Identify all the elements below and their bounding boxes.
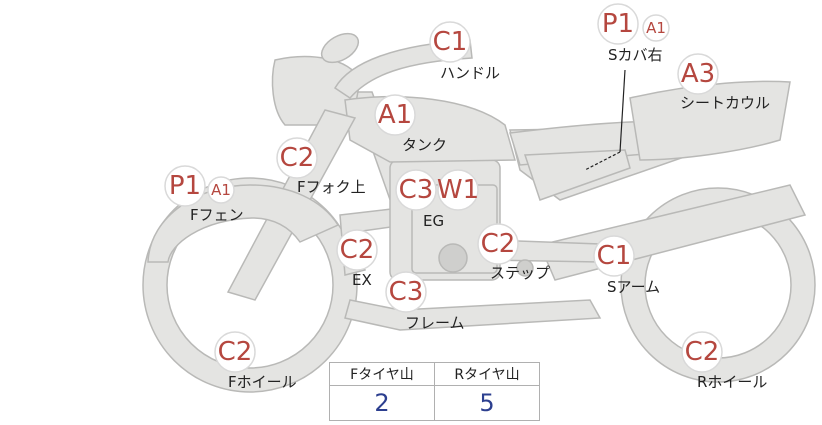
rear-tire-value: 5: [434, 385, 540, 421]
step-grade-text: C2: [481, 229, 516, 259]
rear-wheel-label: Rホイール: [697, 373, 767, 391]
engine-cover-shape: [438, 243, 468, 273]
tire-tread-table: Fタイヤ山 Rタイヤ山 2 5: [329, 362, 540, 421]
seat-cowl-grade-badge: [677, 53, 719, 95]
engine-grade-text: W1: [437, 175, 479, 205]
tank-grade-badge: [374, 94, 416, 136]
seat-cowl-grade-text: A3: [681, 59, 715, 89]
engine-grade-badge: [395, 169, 437, 211]
front-tire-header: Fタイヤ山: [329, 362, 435, 386]
exhaust-grade-text: C2: [340, 235, 375, 265]
handle-annotation: C1 ハンドル: [429, 21, 500, 82]
front-fender-grade-text: P1: [169, 171, 201, 201]
seat-cover-grade-text: P1: [602, 9, 634, 39]
step-grade-badge: [477, 223, 519, 265]
swing-arm-label: Sアーム: [607, 278, 660, 296]
frame-annotation: C3 フレーム: [385, 271, 465, 332]
frame-label: フレーム: [405, 314, 465, 332]
step-label: ステップ: [490, 264, 550, 282]
tank-label: タンク: [402, 136, 447, 154]
front-fork-grade-text: C2: [280, 143, 315, 173]
tank-annotation: A1 タンク: [374, 94, 447, 154]
handle-label: ハンドル: [440, 64, 500, 82]
side-cover-leader: [619, 69, 626, 153]
front-tire-value: 2: [329, 385, 435, 421]
side-cover-shape: [523, 149, 631, 201]
seat-cover-grade-text: A1: [646, 19, 666, 37]
engine-grade-text: C3: [399, 175, 434, 205]
front-fender-grade-badge: [164, 165, 206, 207]
engine-label: EG: [423, 212, 444, 230]
front-fork-label: Fフォク上: [297, 178, 366, 196]
front-wheel-grade-text: C2: [218, 337, 253, 367]
step-annotation: C2 ステップ: [477, 223, 550, 282]
handle-grade-badge: [429, 21, 471, 63]
frame-grade-text: C3: [389, 277, 424, 307]
rear-wheel-grade-text: C2: [685, 337, 720, 367]
rear-wheel-grade-badge: [681, 331, 723, 373]
front-fork-grade-badge: [276, 137, 318, 179]
step-peg-shape: [516, 259, 534, 277]
side-cover-leader-2: [584, 151, 621, 171]
swing-arm-grade-badge: [593, 235, 635, 277]
seat-cowl-label: シートカウル: [680, 94, 770, 112]
rear-tire-header: Rタイヤ山: [434, 362, 540, 386]
front-fender-label: Fフェン: [190, 206, 244, 224]
mirror-shape: [320, 32, 360, 64]
engine-grade-badge: [437, 169, 479, 211]
front-fender-grade-text: A1: [211, 181, 231, 199]
handle-grade-text: C1: [433, 27, 468, 57]
seat-cowl-annotation: A3 シートカウル: [677, 53, 770, 112]
exhaust-label: EX: [352, 271, 372, 289]
front-wheel-label: Fホイール: [228, 373, 297, 391]
tank-grade-text: A1: [378, 100, 412, 130]
seat-cover-grade-badge: [597, 3, 639, 45]
front-wheel-grade-badge: [214, 331, 256, 373]
swing-arm-grade-text: C1: [597, 241, 632, 271]
front-fender-grade-badge: [207, 176, 235, 204]
frame-lower-shape: [344, 299, 602, 331]
exhaust-grade-badge: [336, 229, 378, 271]
seat-cover-grade-badge: [642, 14, 670, 42]
seat-cover-label: Sカバ右: [608, 46, 663, 64]
frame-grade-badge: [385, 271, 427, 313]
